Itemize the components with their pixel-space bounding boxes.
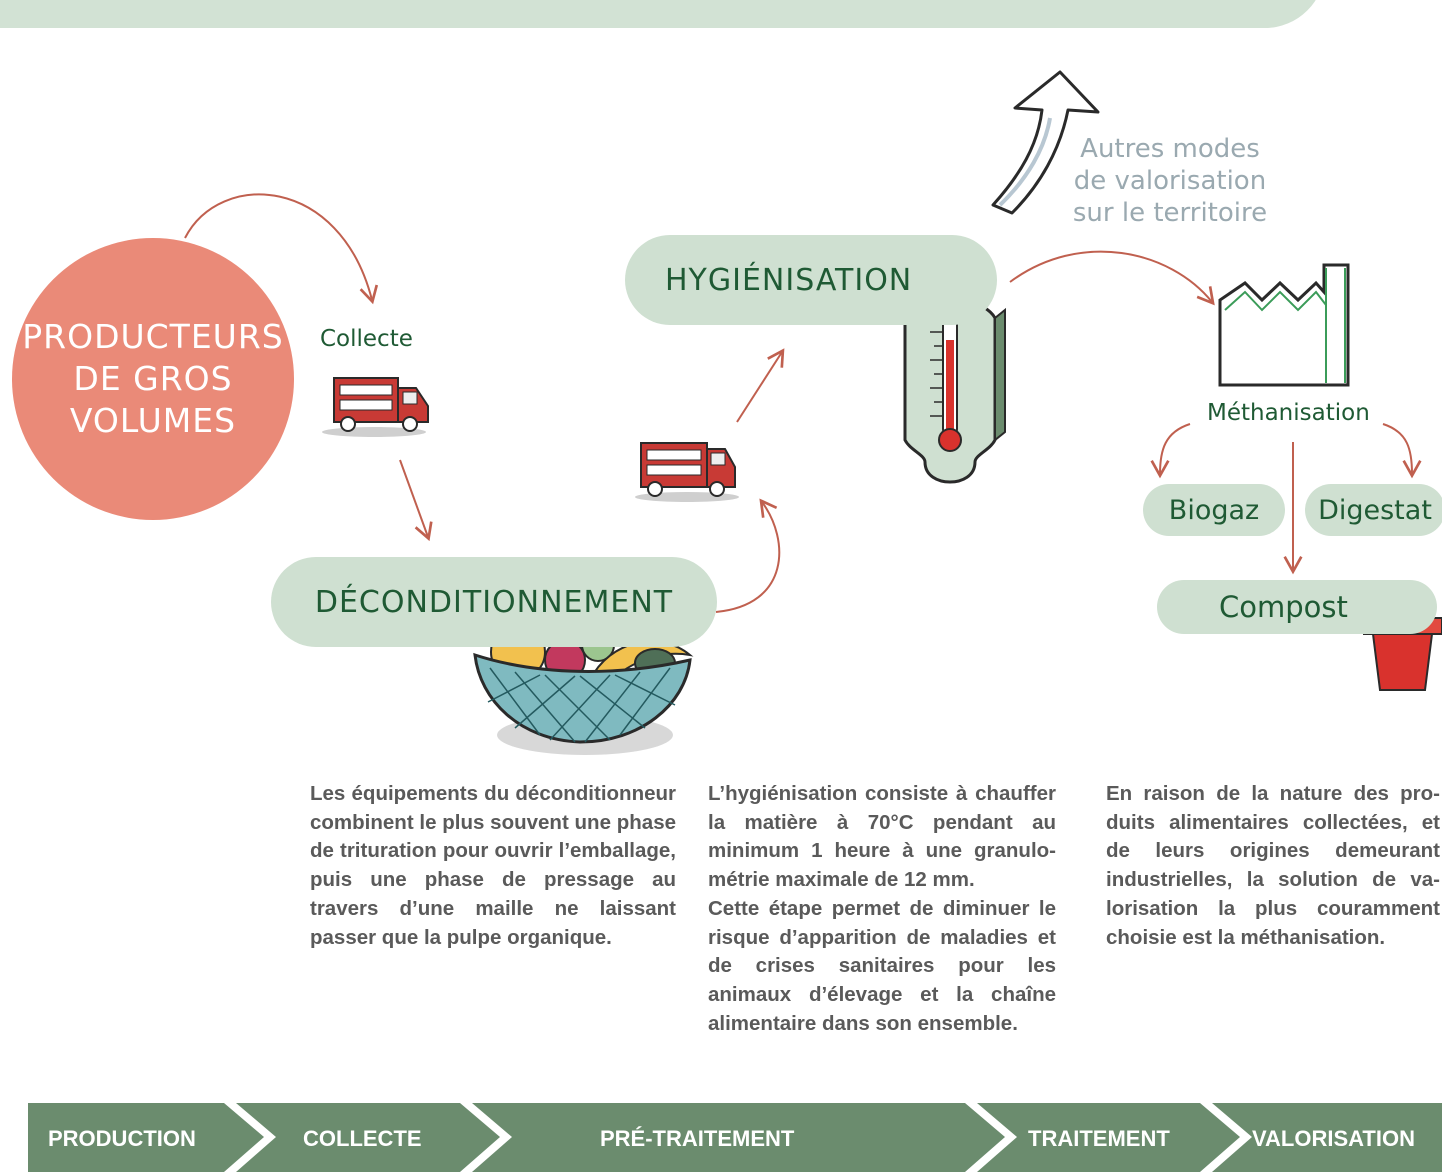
truck-icon-transport	[635, 442, 739, 502]
footer-step-valorisation: VALORISATION	[1252, 1126, 1415, 1151]
hygienisation-label: HYGIÉNISATION	[665, 262, 913, 298]
arrow-deconditionnement-to-truck	[715, 498, 781, 613]
arrow-collecte-to-deconditionnement	[399, 459, 433, 542]
factory-icon	[1218, 263, 1350, 387]
methanisation-description: En raison de la nature des pro­duits ali…	[1106, 782, 1440, 949]
methanisation-label: Méthanisation	[1207, 400, 1370, 426]
footer-step-pretraitement: PRÉ-TRAITEMENT	[600, 1126, 795, 1151]
arrow-producer-to-collecte	[184, 193, 379, 305]
compost-pill: Compost	[1157, 580, 1437, 634]
hygienisation-description-part-2: Cette étape permet de diminuer le risque…	[708, 896, 1056, 1035]
hygienisation-description: L’hygiénisation consiste à chauf­fer la …	[708, 780, 1056, 1038]
footer-step-traitement: TRAITEMENT	[1028, 1126, 1170, 1151]
arrow-hygienisation-to-methanisation	[1009, 250, 1215, 306]
digestat-pill: Digestat	[1305, 484, 1442, 536]
footer-step-collecte: COLLECTE	[303, 1126, 422, 1151]
producer-line-2: DE GROS	[73, 359, 233, 398]
deconditionnement-pill: DÉCONDITIONNEMENT	[271, 557, 717, 647]
footer-step-production: PRODUCTION	[48, 1126, 196, 1151]
arrow-methanisation-to-biogaz	[1150, 423, 1191, 479]
deconditionnement-label: DÉCONDITIONNEMENT	[314, 584, 674, 620]
producer-line-1: PRODUCTEURS	[22, 317, 284, 356]
biogaz-pill: Biogaz	[1143, 484, 1285, 536]
digestat-label: Digestat	[1318, 494, 1432, 526]
other-modes-line-3: sur le territoire	[1072, 198, 1268, 228]
compost-label: Compost	[1219, 590, 1348, 624]
arrow-methanisation-to-digestat	[1382, 423, 1422, 479]
hygienisation-description-part-1: L’hygiénisation consiste à chauf­fer la …	[708, 782, 1056, 892]
top-banner	[0, 0, 1325, 28]
truck-icon-collecte	[322, 377, 429, 437]
other-modes-label: Autres modes de valorisation sur le terr…	[1060, 133, 1280, 229]
hygienisation-pill: HYGIÉNISATION	[625, 235, 997, 325]
footer-process-band	[28, 1103, 1442, 1172]
producer-circle: PRODUCTEURS DE GROS VOLUMES	[12, 238, 294, 520]
deconditionnement-description: Les équipements du décondition­neur comb…	[310, 782, 676, 949]
arrow-truck-to-hygienisation	[736, 348, 785, 423]
producer-line-3: VOLUMES	[69, 401, 237, 440]
biogaz-label: Biogaz	[1168, 494, 1260, 526]
other-modes-line-1: Autres modes	[1080, 134, 1260, 164]
collecte-label: Collecte	[320, 326, 413, 352]
other-modes-line-2: de valorisation	[1073, 166, 1267, 196]
other-modes-arrow-icon	[991, 70, 1100, 215]
fruit-basket-icon	[473, 610, 694, 755]
